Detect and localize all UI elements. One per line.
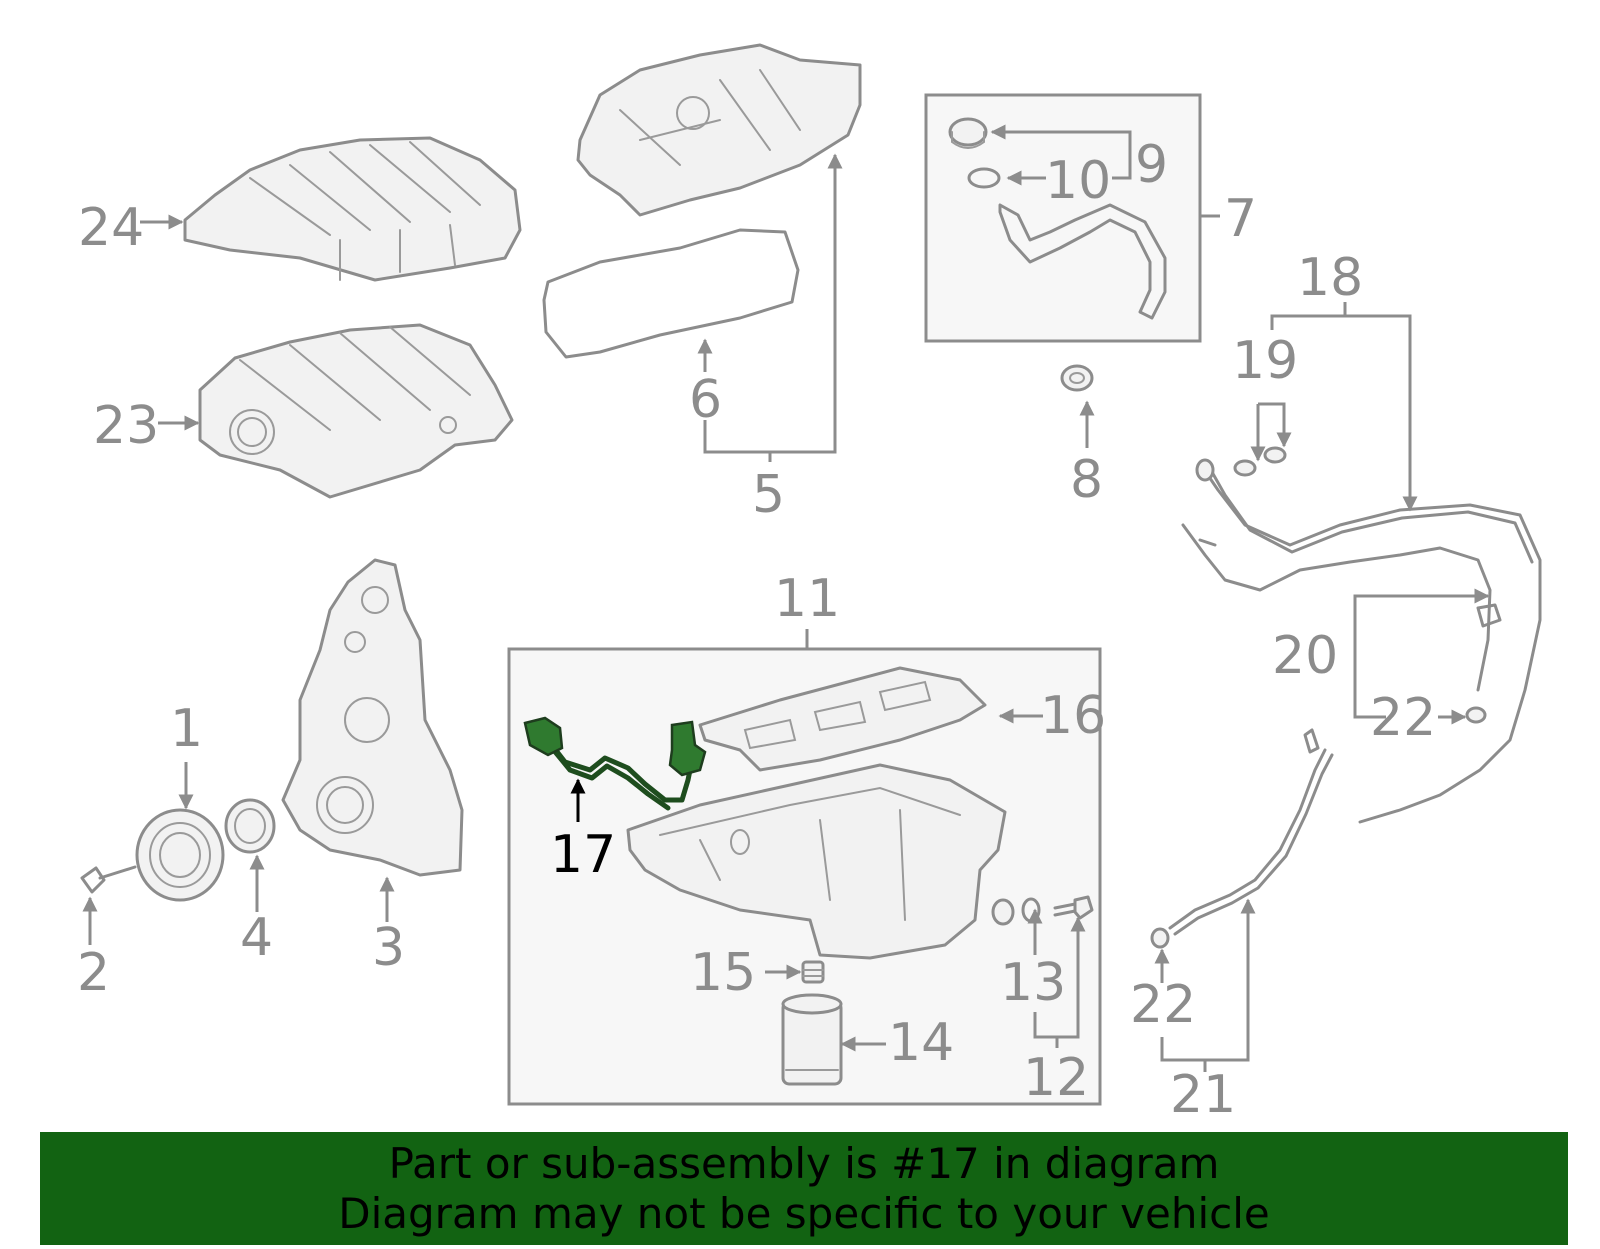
callout-23: 23 [93, 396, 159, 456]
callout-18: 18 [1297, 248, 1363, 308]
callout-22-upper: 22 [1370, 688, 1436, 748]
part-17-highlighted [523, 716, 707, 811]
leader-9-bracket [1112, 155, 1132, 180]
leader-19-b [1258, 402, 1292, 448]
part-8-grommet [1060, 364, 1094, 392]
callout-20: 20 [1272, 626, 1338, 686]
callout-7: 7 [1224, 189, 1257, 249]
callout-22-lower: 22 [1130, 975, 1196, 1035]
leader-20-b [1353, 655, 1386, 719]
callout-5: 5 [752, 465, 785, 525]
part-22-seal-lower [1150, 927, 1170, 949]
leader-20 [1353, 588, 1490, 655]
part-16-windage-tray [698, 666, 987, 772]
callout-21: 21 [1170, 1065, 1236, 1125]
callout-4: 4 [240, 908, 273, 968]
part-22-seal-upper [1465, 706, 1487, 724]
part-7-fill-tube [998, 203, 1167, 320]
callout-14: 14 [888, 1013, 954, 1073]
info-banner: Part or sub-assembly is #17 in diagram D… [40, 1132, 1568, 1245]
callout-10: 10 [1045, 151, 1111, 211]
callout-16: 16 [1040, 686, 1106, 746]
callout-6: 6 [689, 370, 722, 430]
callout-2: 2 [77, 943, 110, 1003]
callout-15: 15 [690, 943, 756, 1003]
callout-8: 8 [1070, 450, 1103, 510]
part-10-seal [967, 167, 1001, 189]
part-18-dipstick-tube [1195, 458, 1542, 824]
callout-11: 11 [774, 569, 840, 629]
leader-9 [990, 124, 1132, 155]
callout-13: 13 [1000, 953, 1066, 1013]
part-2-bolt [80, 865, 137, 894]
leader-5 [703, 153, 843, 454]
callout-19: 19 [1232, 331, 1298, 391]
part-14-oil-filter [781, 993, 843, 1086]
part-5-valve-cover [576, 43, 862, 217]
banner-line-1: Part or sub-assembly is #17 in diagram [388, 1138, 1220, 1188]
callout-9: 9 [1135, 135, 1168, 195]
callout-12: 12 [1023, 1048, 1089, 1108]
part-9-oil-fill-cap [948, 117, 988, 149]
part-6-gasket [542, 228, 800, 359]
part-24-intake-cover [183, 136, 522, 282]
banner-line-2: Diagram may not be specific to your vehi… [338, 1188, 1270, 1238]
part-23-intake-manifold [198, 323, 514, 499]
callout-1: 1 [170, 699, 203, 759]
part-21-dipstick-tube [1168, 728, 1334, 936]
part-11-oil-pan [626, 763, 1007, 960]
part-12-drain-plug [1053, 895, 1094, 920]
part-19-seals [1233, 446, 1287, 477]
part-1-balancer [135, 808, 225, 902]
callout-3: 3 [372, 918, 405, 978]
part-20-dipstick [1181, 523, 1502, 692]
leader-18 [1270, 314, 1418, 512]
callout-24: 24 [78, 198, 144, 258]
part-4-seal [224, 798, 276, 854]
callout-17: 17 [550, 825, 616, 885]
part-3-timing-cover [281, 558, 464, 877]
part-15-fitting [801, 960, 825, 984]
